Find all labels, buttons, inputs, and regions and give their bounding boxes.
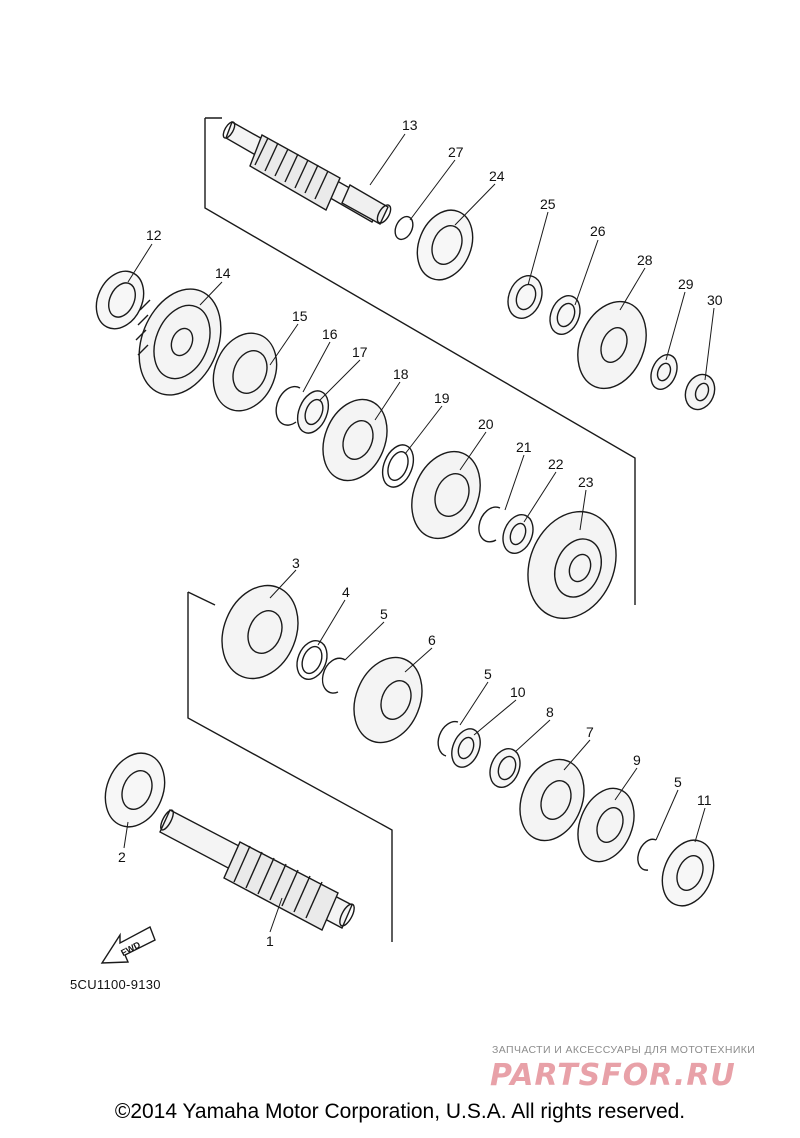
part-label-2: 2	[118, 849, 126, 865]
washer-10	[451, 728, 481, 768]
part-label-3: 3	[292, 555, 300, 571]
forward-direction-arrow: FWD	[100, 926, 156, 964]
part-label-6: 6	[428, 632, 436, 648]
main-axle-shaft	[222, 120, 392, 225]
bearing-12	[95, 270, 145, 330]
bearing-24	[416, 209, 474, 281]
part-label-5-a: 5	[380, 606, 388, 622]
washer-22	[502, 514, 534, 554]
part-label-11: 11	[697, 792, 712, 808]
watermark-logo: PARTSFOR.RU	[490, 1058, 736, 1093]
gear-18	[322, 398, 388, 482]
gear-23	[527, 510, 617, 620]
bearing-11	[661, 839, 715, 907]
gear-20	[411, 450, 481, 540]
gear-14	[135, 288, 222, 396]
gear-3	[221, 584, 299, 680]
circlip-5-lower	[637, 838, 657, 871]
gear-6	[353, 656, 423, 744]
part-label-27: 27	[448, 144, 464, 160]
part-label-18: 18	[393, 366, 409, 382]
part-label-13: 13	[402, 117, 418, 133]
sprocket-28	[577, 300, 647, 390]
gear-7	[519, 758, 585, 842]
washer-19	[381, 444, 415, 488]
part-label-20: 20	[478, 416, 494, 432]
part-label-22: 22	[548, 456, 564, 472]
part-label-23: 23	[578, 474, 594, 490]
part-label-19: 19	[434, 390, 450, 406]
part-label-12: 12	[146, 227, 162, 243]
part-label-10: 10	[510, 684, 526, 700]
circlip-5-middle	[437, 720, 459, 757]
lower-assembly-frame	[187, 592, 393, 942]
part-label-8: 8	[546, 704, 554, 720]
oring-27	[394, 215, 414, 241]
watermark-tagline: ЗАПЧАСТИ И АКСЕССУАРЫ ДЛЯ МОТОТЕХНИКИ	[492, 1044, 756, 1056]
washer-4	[296, 640, 328, 680]
bushing-8	[489, 748, 521, 788]
part-number-labels: 13 27 24 12 14 25 26 28 29 30 15 16 17 1…	[118, 117, 723, 949]
part-label-7: 7	[586, 724, 594, 740]
collar-26	[549, 295, 581, 335]
lock-washer-29	[650, 354, 678, 390]
part-label-16: 16	[322, 326, 338, 342]
part-label-17: 17	[352, 344, 368, 360]
upper-assembly-frame	[204, 118, 636, 605]
circlip-16	[275, 385, 301, 426]
part-label-26: 26	[590, 223, 606, 239]
lower-frame-top	[187, 591, 216, 606]
part-label-29: 29	[678, 276, 694, 292]
leader-lines	[123, 133, 715, 933]
main-shaft-1	[159, 809, 355, 931]
copyright-notice: ©2014 Yamaha Motor Corporation, U.S.A. A…	[114, 1100, 686, 1123]
nut-30	[684, 373, 716, 411]
part-label-15: 15	[292, 308, 308, 324]
part-label-30: 30	[707, 292, 723, 308]
seal-25	[507, 275, 543, 319]
washer-17	[296, 390, 330, 434]
part-label-25: 25	[540, 196, 556, 212]
part-label-14: 14	[215, 265, 231, 281]
part-label-24: 24	[489, 168, 505, 184]
part-label-5-b: 5	[484, 666, 492, 682]
part-label-4: 4	[342, 584, 350, 600]
circlip-5-upper	[321, 657, 346, 694]
part-label-5-c: 5	[674, 774, 682, 790]
part-label-9: 9	[633, 752, 641, 768]
catalog-code: 5CU1100-9130	[70, 977, 161, 992]
gear-9	[577, 787, 635, 863]
gear-15	[212, 332, 278, 412]
part-label-28: 28	[637, 252, 653, 268]
part-label-21: 21	[516, 439, 532, 455]
circlip-21	[478, 506, 501, 543]
bearing-2	[104, 752, 166, 828]
part-label-1: 1	[266, 933, 274, 949]
